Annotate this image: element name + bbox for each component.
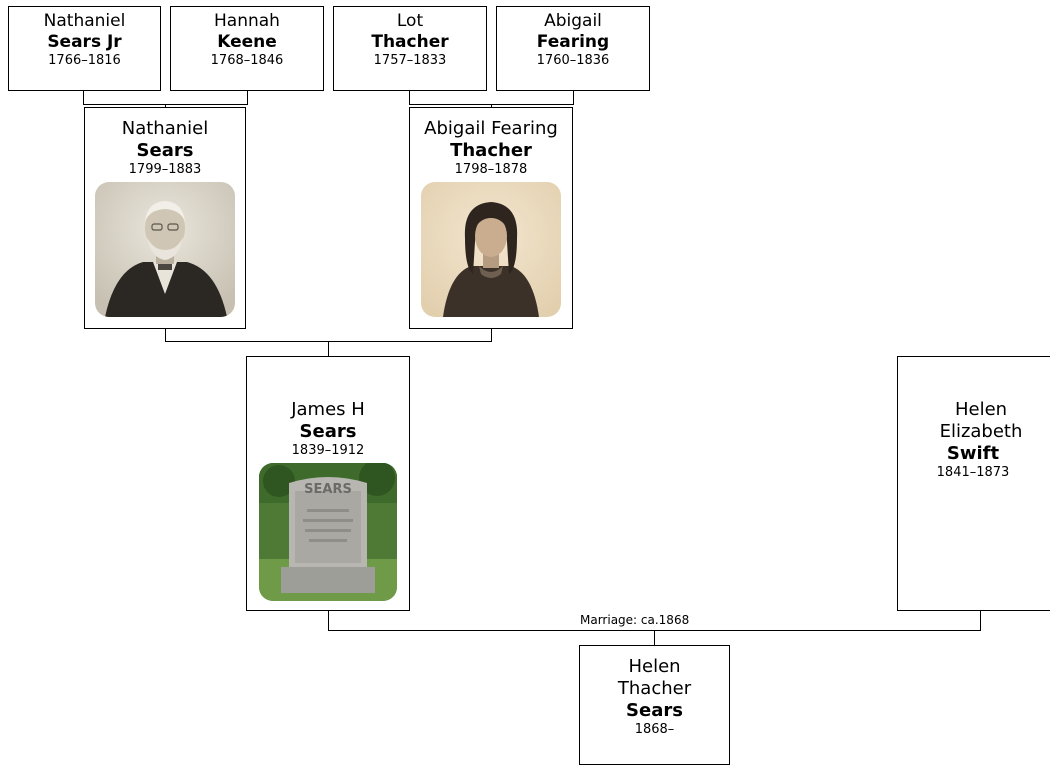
surname: Sears — [136, 140, 194, 161]
surname: Thacher — [371, 32, 449, 52]
connector-line — [165, 329, 166, 341]
life-dates: 1868– — [634, 722, 675, 737]
given-name: James H — [291, 399, 365, 420]
portrait-photo[interactable] — [95, 182, 235, 317]
given-name: Hannah — [214, 11, 280, 31]
life-dates: 1839–1912 — [291, 443, 365, 458]
gravestone-inscription: SEARS — [304, 482, 352, 497]
connector-line — [491, 329, 492, 341]
life-dates: 1798–1878 — [454, 162, 528, 177]
connector-line — [247, 91, 248, 104]
given-name: Abigail — [544, 11, 602, 31]
surname: Keene — [217, 32, 277, 52]
person-card-abigail-fearing-thacher[interactable]: Abigail Fearing Thacher 1798–1878 — [409, 107, 573, 329]
connector-line — [980, 610, 981, 630]
person-card-hannah-keene[interactable]: Hannah Keene 1768–1846 — [170, 6, 324, 91]
connector-line — [328, 610, 329, 630]
life-dates: 1757–1833 — [373, 53, 447, 68]
connector-line — [654, 630, 655, 645]
given-name: Helen Thacher — [617, 656, 692, 699]
surname: Sears — [299, 421, 357, 442]
person-card-nathaniel-sears[interactable]: Nathaniel Sears 1799–1883 — [84, 107, 246, 329]
marriage-label: Marriage: ca.1868 — [578, 613, 692, 627]
person-card-abigail-fearing[interactable]: Abigail Fearing 1760–1836 — [496, 6, 650, 91]
connector-line — [328, 341, 329, 356]
connector-line — [409, 91, 410, 104]
surname: Swift — [946, 443, 1000, 464]
surname: Sears — [626, 700, 683, 721]
person-card-james-h-sears[interactable]: James H Sears 1839–1912 SEARS — [246, 356, 410, 611]
life-dates: 1768–1846 — [210, 53, 284, 68]
portrait-photo[interactable] — [421, 182, 561, 317]
given-name: Lot — [396, 11, 424, 31]
person-card-helen-thacher-sears[interactable]: Helen Thacher Sears 1868– — [579, 645, 730, 765]
life-dates: 1760–1836 — [536, 53, 610, 68]
given-name: Nathaniel — [121, 118, 209, 139]
life-dates: 1766–1816 — [48, 53, 121, 68]
given-name: Helen Elizabeth — [939, 399, 1023, 442]
person-card-helen-elizabeth-swift[interactable]: Helen Elizabeth Swift 1841–1873 — [897, 356, 1050, 611]
gravestone-photo[interactable]: SEARS — [259, 463, 397, 601]
surname: Fearing — [536, 32, 610, 52]
person-card-nathaniel-sears-jr[interactable]: Nathaniel Sears Jr 1766–1816 — [8, 6, 161, 91]
life-dates: 1799–1883 — [128, 162, 202, 177]
given-name: Nathaniel — [43, 11, 126, 31]
person-card-lot-thacher[interactable]: Lot Thacher 1757–1833 — [333, 6, 487, 91]
life-dates: 1841–1873 — [936, 465, 1010, 480]
surname: Thacher — [450, 140, 532, 161]
given-name: Abigail Fearing — [424, 118, 558, 139]
surname: Sears Jr — [47, 32, 122, 52]
connector-line — [573, 91, 574, 104]
connector-line — [83, 91, 84, 104]
